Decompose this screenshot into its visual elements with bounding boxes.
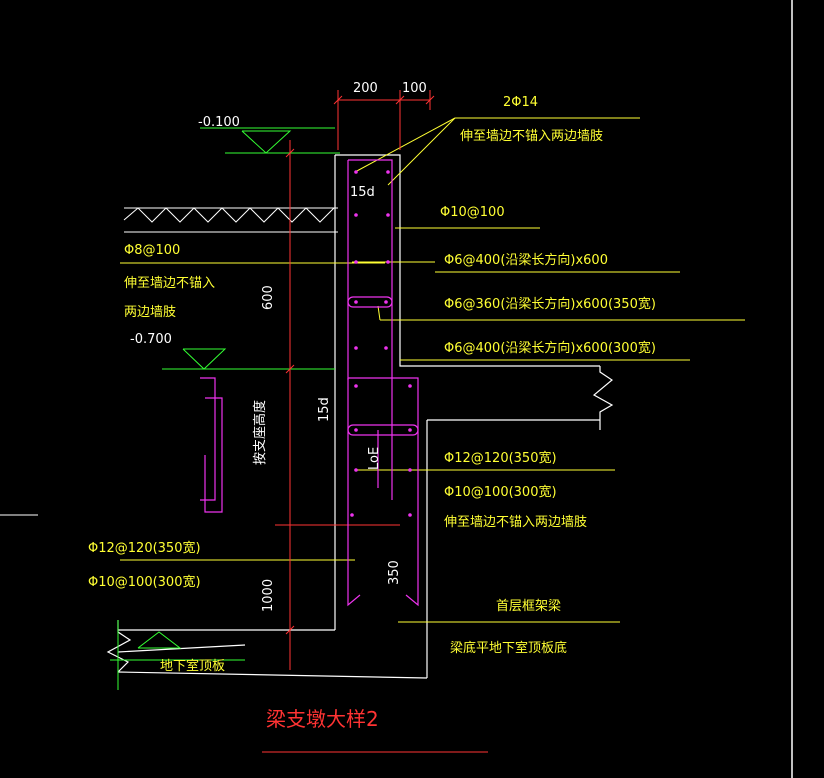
label-beam-bottom: 梁底平地下室顶板底 xyxy=(450,640,567,656)
dim-15d-top: 15d xyxy=(350,185,375,200)
label-anchor-top: 伸至墙边不锚入两边墙肢 xyxy=(460,128,603,144)
label-anchor-mid: 伸至墙边不锚入两边墙肢 xyxy=(444,514,587,530)
rebar-dots xyxy=(350,170,412,517)
dimension-lines xyxy=(262,90,488,753)
elevation-mid: -0.700 xyxy=(130,332,172,347)
dim-200: 200 xyxy=(353,81,378,96)
dim-100: 100 xyxy=(402,81,427,96)
label-2phi14: 2Φ14 xyxy=(503,95,538,110)
label-phi10-100-left: Φ10@100(300宽) xyxy=(88,574,201,590)
label-phi12-120-right: Φ12@120(350宽) xyxy=(444,450,557,466)
elevation-top: -0.100 xyxy=(198,115,240,130)
green-lines xyxy=(110,127,340,690)
dim-600: 600 xyxy=(261,285,276,310)
label-phi8-100: Φ8@100 xyxy=(124,243,180,258)
label-basement-roof: 地下室顶板 xyxy=(160,658,225,674)
dim-15d-mid: 15d xyxy=(317,397,332,422)
label-anchor-left-1: 伸至墙边不锚入 xyxy=(124,276,215,291)
label-phi6-360: Φ6@360(沿梁长方向)x600(350宽) xyxy=(444,296,656,312)
dim-loe: LoE xyxy=(367,447,382,470)
leader-lines xyxy=(120,117,745,623)
rebar xyxy=(200,159,419,607)
label-phi12-120-left: Φ12@120(350宽) xyxy=(88,540,201,556)
label-phi10-100-right: Φ10@100(300宽) xyxy=(444,484,557,500)
ground-hatch xyxy=(123,207,338,233)
dim-350: 350 xyxy=(387,560,402,585)
pier-outline xyxy=(106,154,614,679)
label-anchor-left-2: 两边墙肢 xyxy=(124,304,176,320)
label-phi6-400-b: Φ6@400(沿梁长方向)x600(300宽) xyxy=(444,340,656,356)
dim-1000: 1000 xyxy=(261,579,276,612)
label-first-beam: 首层框架梁 xyxy=(496,599,561,614)
label-phi10-100: Φ10@100 xyxy=(440,205,505,220)
dim-by-height: 按支座高度 xyxy=(252,400,268,465)
drawing-title: 梁支墩大样2 xyxy=(266,707,379,731)
label-phi6-400-a: Φ6@400(沿梁长方向)x600 xyxy=(444,252,608,268)
